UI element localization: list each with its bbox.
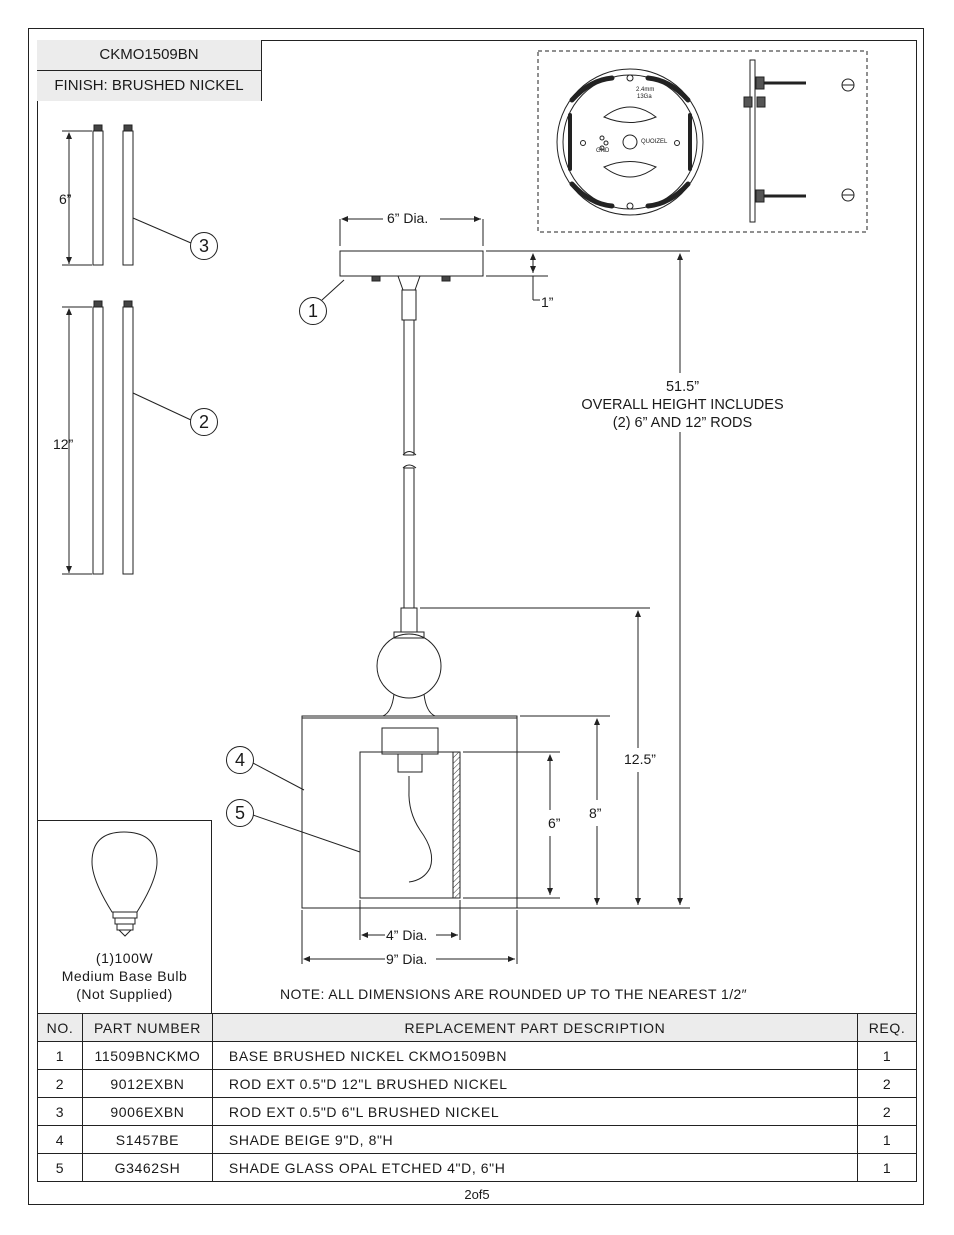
table-row: 5 G3462SH SHADE GLASS OPAL ETCHED 4"D, 6…: [37, 1153, 917, 1182]
col-header-part: PART NUMBER: [81, 1013, 213, 1042]
stem: [400, 289, 418, 633]
glass-shade: [359, 751, 461, 899]
rod-short-dim: 6”: [59, 191, 72, 207]
callout-3: 3: [190, 232, 218, 260]
table-row: 2 9012EXBN ROD EXT 0.5"D 12"L BRUSHED NI…: [37, 1069, 917, 1098]
col-header-desc: REPLACEMENT PART DESCRIPTION: [211, 1013, 859, 1042]
title-block: CKMO1509BN FINISH: BRUSHED NICKEL: [37, 40, 262, 101]
plate-ground: GND: [596, 148, 610, 154]
page-border: [28, 28, 924, 1205]
shade-dia-dim: 9” Dia.: [386, 951, 428, 967]
rod-6in-pair: [62, 124, 134, 266]
parts-table: NO. PART NUMBER REPLACEMENT PART DESCRIP…: [37, 1013, 917, 1182]
col-header-no: NO.: [37, 1013, 83, 1042]
socket: [381, 727, 439, 773]
canopy-dia-dim: 6” Dia.: [387, 210, 429, 226]
glass-dia-dim: 4” Dia.: [386, 927, 428, 943]
rod-12in-pair: [62, 300, 134, 575]
shade-height-dim: 8”: [589, 805, 602, 821]
glass-height-dim: 6”: [548, 815, 561, 831]
model-number: CKMO1509BN: [37, 40, 261, 70]
mounting-plate-front: [556, 68, 704, 216]
callout-2: 2: [190, 408, 218, 436]
table-row: 1 11509BNCKMO BASE BRUSHED NICKEL CKMO15…: [37, 1041, 917, 1070]
body-height-dim: 12.5”: [624, 751, 656, 767]
mounting-plate-side: [743, 59, 855, 223]
light-bulb-illustration: [91, 831, 158, 937]
dimension-note: NOTE: ALL DIMENSIONS ARE ROUNDED UP TO T…: [280, 986, 748, 1002]
table-row: 4 S1457BE SHADE BEIGE 9"D, 8"H 1: [37, 1125, 917, 1154]
callout-4: 4: [226, 746, 254, 774]
table-row: 3 9006EXBN ROD EXT 0.5"D 6"L BRUSHED NIC…: [37, 1097, 917, 1126]
plate-gauge: 13Ga: [637, 94, 652, 100]
mounting-plate-detail-box: [537, 50, 868, 233]
overall-height-dim: 51.5” OVERALL HEIGHT INCLUDES (2) 6” AND…: [581, 379, 784, 431]
callout-1: 1: [299, 297, 327, 325]
bulb-outline: [408, 776, 433, 883]
rod-long-dim: 12”: [53, 436, 74, 452]
finish-label: FINISH: BRUSHED NICKEL: [37, 70, 261, 101]
drawing-frame: [37, 40, 917, 1182]
canopy: [339, 250, 484, 291]
canopy-height-dim: 1”: [541, 294, 554, 310]
col-header-req: REQ.: [857, 1013, 917, 1042]
callout-5: 5: [226, 799, 254, 827]
table-header-row: NO. PART NUMBER REPLACEMENT PART DESCRIP…: [37, 1013, 917, 1042]
page-number: 2of5: [464, 1187, 490, 1202]
bulb-info-box: (1)100W Medium Base Bulb (Not Supplied): [37, 820, 212, 1013]
ball: [376, 631, 442, 717]
plate-thread-size: 2.4mm: [636, 87, 655, 93]
plate-brand: QUOIZEL: [641, 139, 668, 145]
bulb-info-text: (1)100W Medium Base Bulb (Not Supplied): [61, 950, 188, 1002]
fabric-shade: [301, 715, 518, 909]
